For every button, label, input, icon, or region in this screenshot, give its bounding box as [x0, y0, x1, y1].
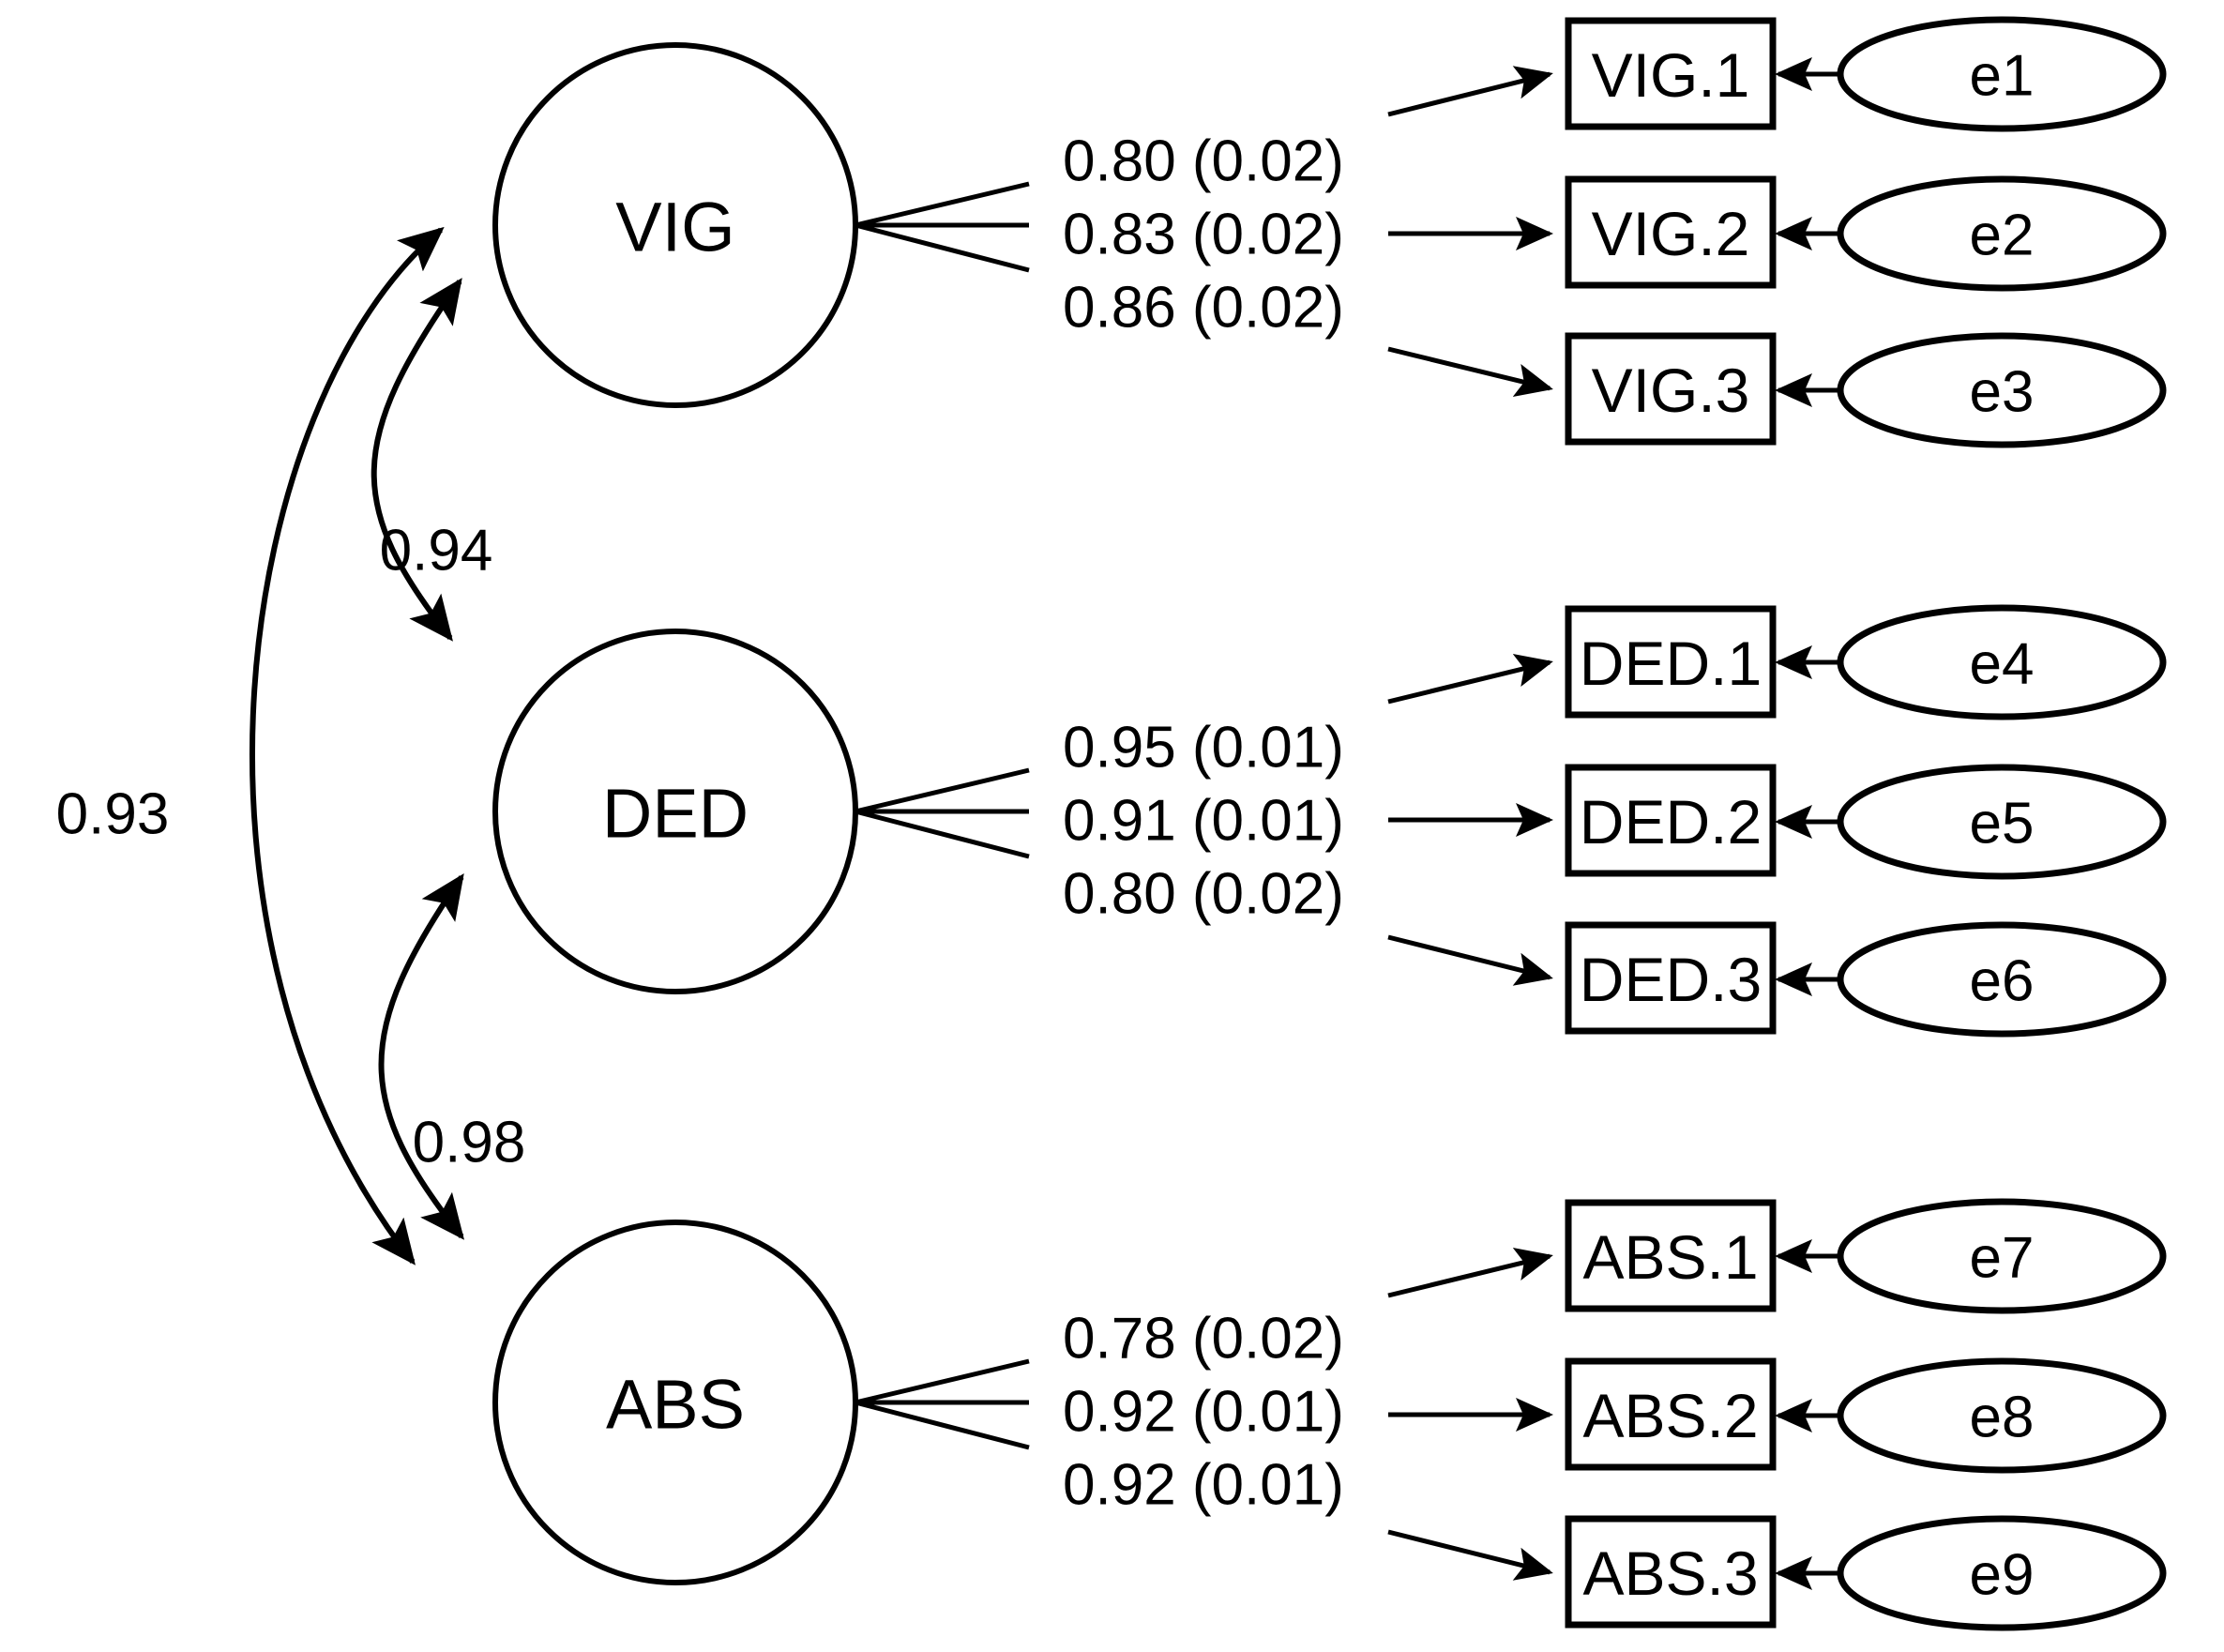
correlation-arc-ded-abs [378, 873, 464, 1240]
loading-fan-abs-1 [855, 1358, 1030, 1405]
indicator-label-abs2: ABS.2 [1582, 1381, 1758, 1450]
loading-label-abs-2: 0.92 (0.01) [1063, 1380, 1344, 1445]
indicator-label-ded2: DED.2 [1580, 787, 1762, 856]
loading-fan-ded-1 [855, 767, 1030, 814]
error-ellipse-e8[interactable] [1837, 1357, 2167, 1474]
correlation-arc-vig-ded [371, 278, 462, 642]
indicator-label-vig3: VIG.3 [1592, 356, 1750, 425]
loading-arrow-ded-3 [1387, 934, 1553, 986]
indicator-box-ded1[interactable] [1565, 605, 1777, 719]
error-ellipse-e6[interactable] [1837, 921, 2167, 1038]
loading-fan-abs-3 [855, 1400, 1030, 1450]
loading-label-ded-1: 0.95 (0.01) [1063, 716, 1344, 781]
indicator-box-vig2[interactable] [1565, 175, 1777, 289]
error-label-e2: e2 [1970, 204, 2035, 268]
error-label-e1: e1 [1970, 44, 2035, 109]
error-label-e7: e7 [1970, 1226, 2035, 1291]
loading-arrow-ded-1 [1387, 654, 1553, 705]
loading-arrow-vig-3 [1387, 346, 1553, 397]
error-label-e9: e9 [1970, 1543, 2035, 1608]
error-label-e3: e3 [1970, 360, 2035, 425]
indicator-box-ded2[interactable] [1565, 764, 1777, 877]
loading-label-vig-2: 0.83 (0.02) [1063, 203, 1344, 267]
loading-fan-vig-1 [855, 181, 1030, 228]
error-ellipse-e1[interactable] [1837, 16, 2167, 132]
indicator-label-abs1: ABS.1 [1582, 1222, 1758, 1292]
error-label-e5: e5 [1970, 792, 2035, 856]
indicator-label-vig2: VIG.2 [1592, 199, 1750, 268]
indicator-label-abs3: ABS.3 [1582, 1538, 1758, 1608]
indicator-label-vig1: VIG.1 [1592, 40, 1750, 110]
correlation-label-vig-ded: 0.94 [380, 519, 493, 584]
factor-label-ded: DED [602, 775, 749, 853]
factor-label-vig: VIG [615, 189, 734, 266]
error-label-e4: e4 [1970, 632, 2035, 697]
error-label-e6: e6 [1970, 949, 2035, 1014]
indicator-box-ded3[interactable] [1565, 921, 1777, 1035]
error-ellipse-e7[interactable] [1837, 1198, 2167, 1314]
loading-arrow-abs-1 [1387, 1248, 1553, 1298]
error-ellipse-e3[interactable] [1837, 332, 2167, 448]
error-label-e8: e8 [1970, 1386, 2035, 1450]
error-ellipse-e9[interactable] [1837, 1515, 2167, 1631]
indicator-box-vig3[interactable] [1565, 332, 1777, 446]
loading-label-vig-1: 0.80 (0.02) [1063, 129, 1344, 194]
loading-arrow-vig-1 [1387, 66, 1553, 117]
loading-label-vig-3: 0.86 (0.02) [1063, 276, 1344, 341]
correlation-label-ded-abs: 0.98 [413, 1111, 526, 1175]
loading-label-abs-3: 0.92 (0.01) [1063, 1453, 1344, 1518]
error-ellipse-e2[interactable] [1837, 175, 2167, 292]
correlation-label-vig-abs: 0.93 [56, 782, 170, 847]
indicator-box-vig1[interactable] [1565, 17, 1777, 130]
indicator-box-abs2[interactable] [1565, 1357, 1777, 1471]
error-ellipse-e4[interactable] [1837, 604, 2167, 720]
loading-arrow-abs-3 [1387, 1529, 1553, 1581]
indicator-box-abs3[interactable] [1565, 1515, 1777, 1629]
loading-label-abs-1: 0.78 (0.02) [1063, 1307, 1344, 1372]
correlation-arc-vig-abs [250, 226, 445, 1266]
indicator-label-ded3: DED.3 [1580, 945, 1762, 1014]
loading-fan-ded-3 [855, 809, 1030, 859]
factor-label-abs: ABS [606, 1366, 745, 1444]
indicator-label-ded1: DED.1 [1580, 629, 1762, 698]
loading-fan-vig-3 [855, 222, 1030, 273]
error-ellipse-e5[interactable] [1837, 764, 2167, 880]
loading-label-ded-3: 0.80 (0.02) [1063, 862, 1344, 927]
loading-label-ded-2: 0.91 (0.01) [1063, 789, 1344, 854]
indicator-box-abs1[interactable] [1565, 1199, 1777, 1312]
